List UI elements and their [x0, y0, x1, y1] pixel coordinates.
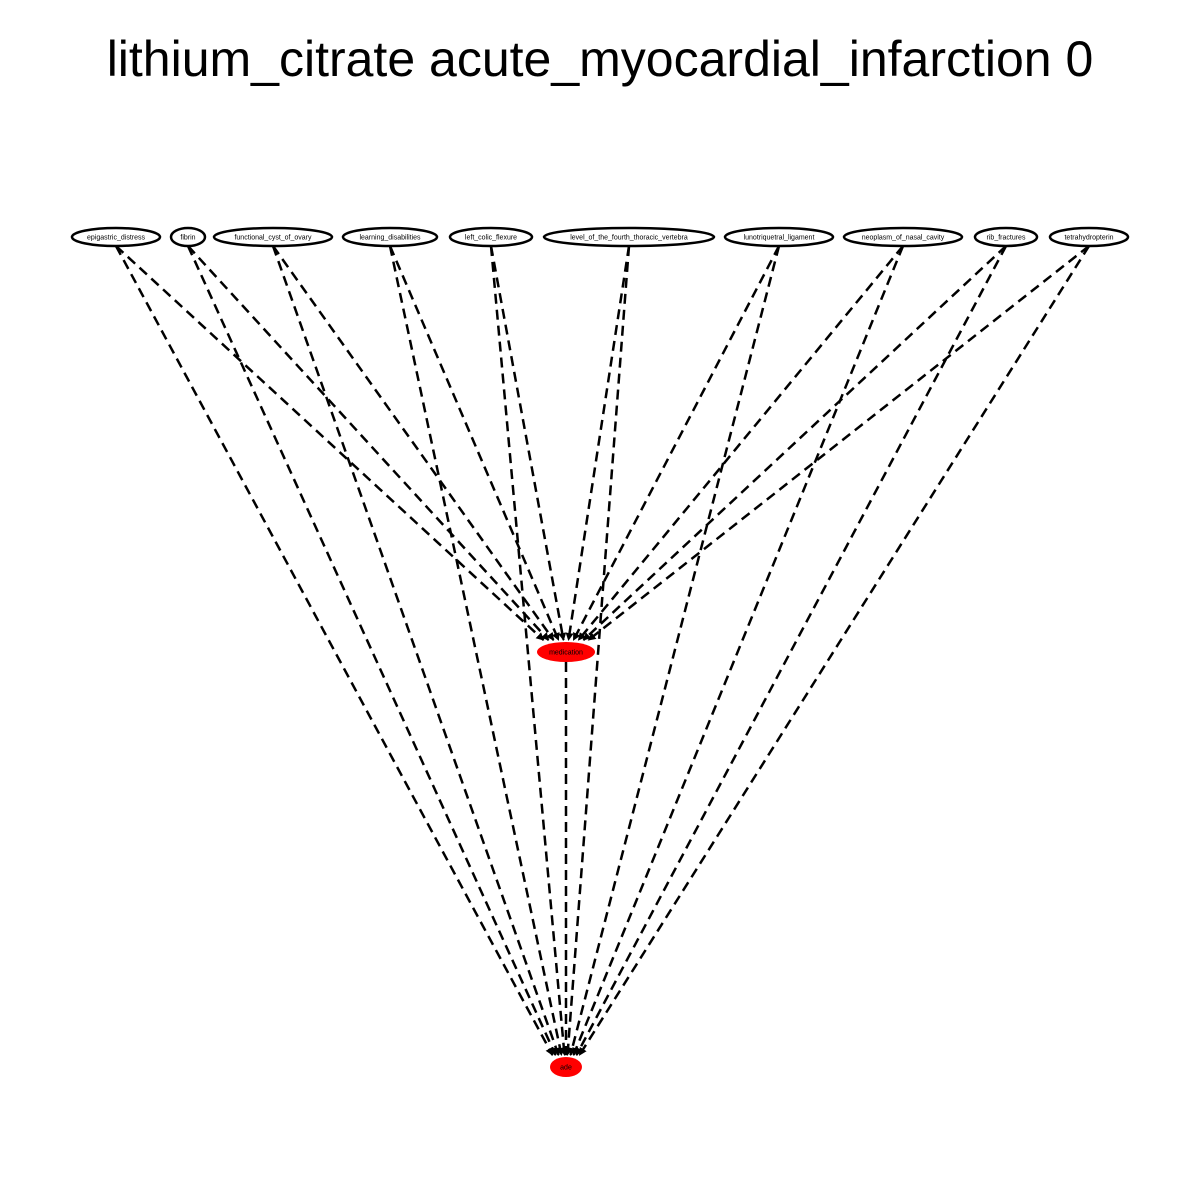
node-ade-label: ade [560, 1065, 572, 1072]
node-functional-cyst-of-ovary: functional_cyst_of_ovary [212, 226, 334, 248]
node-epigastric-distress-label: epigastric_distress [87, 235, 145, 242]
node-medication-shape [537, 642, 595, 662]
node-level-of-the-fourth-thoracic-vertebra: level_of_the_fourth_thoracic_vertebra [542, 226, 716, 248]
node-level-of-the-fourth-thoracic-vertebra-label: level_of_the_fourth_thoracic_vertebra [570, 235, 688, 242]
edge-neoplasm-of-nasal-cavity-to-medication [577, 245, 904, 641]
node-neoplasm-of-nasal-cavity-shape [842, 226, 964, 248]
edges-layer [114, 245, 1091, 1056]
edge-rib-fractures-to-medication [582, 245, 1007, 641]
edge-fibrin-to-ade [186, 245, 557, 1056]
edge-lunotriquetral-ligament-to-ade [568, 245, 781, 1056]
node-rib-fractures-label: rib_fractures [987, 235, 1026, 242]
node-functional-cyst-of-ovary-label: functional_cyst_of_ovary [234, 235, 312, 242]
node-lunotriquetral-ligament: lunotriquetral_ligament [723, 226, 835, 248]
node-ade: ade [550, 1057, 582, 1077]
node-learning-disabilities-label: learning_disabilities [359, 235, 421, 242]
edge-learning-disabilities-to-ade [388, 245, 564, 1056]
edge-left-colic-flexure-to-ade [489, 245, 568, 1056]
node-rib-fractures-shape [973, 226, 1039, 248]
edge-neoplasm-of-nasal-cavity-to-ade [572, 245, 905, 1056]
node-tetrahydropterin-shape [1048, 226, 1130, 248]
node-fibrin: fibrin [169, 226, 207, 248]
node-medication: medication [537, 642, 595, 662]
node-level-of-the-fourth-thoracic-vertebra-shape [542, 226, 716, 248]
edge-learning-disabilities-to-medication [388, 245, 560, 641]
edge-tetrahydropterin-to-ade [578, 245, 1091, 1056]
node-medication-label: medication [549, 650, 583, 657]
nodes-layer: epigastric_distress fibrin functional_cyst… [70, 226, 1130, 1077]
edge-rib-fractures-to-ade [575, 245, 1008, 1056]
edge-functional-cyst-of-ovary-to-medication [271, 245, 555, 641]
node-epigastric-distress-shape [70, 226, 162, 248]
edge-fibrin-to-medication [187, 245, 550, 641]
node-left-colic-flexure-label: left_colic_flexure [465, 235, 517, 242]
node-neoplasm-of-nasal-cavity: neoplasm_of_nasal_cavity [842, 226, 964, 248]
node-fibrin-label: fibrin [180, 235, 195, 242]
node-fibrin-shape [169, 226, 207, 248]
node-learning-disabilities: learning_disabilities [341, 226, 439, 248]
node-epigastric-distress: epigastric_distress [70, 226, 162, 248]
node-rib-fractures: rib_fractures [973, 226, 1039, 248]
edge-level-of-the-fourth-thoracic-vertebra-to-medication [565, 245, 631, 641]
node-neoplasm-of-nasal-cavity-label: neoplasm_of_nasal_cavity [862, 235, 945, 242]
node-tetrahydropterin: tetrahydropterin [1048, 226, 1130, 248]
node-left-colic-flexure: left_colic_flexure [448, 226, 534, 248]
node-lunotriquetral-ligament-label: lunotriquetral_ligament [744, 235, 815, 242]
edge-left-colic-flexure-to-medication [489, 245, 567, 641]
diagram-title: lithium_citrate acute_myocardial_infarct… [106, 31, 1094, 87]
node-learning-disabilities-shape [341, 226, 439, 248]
node-ade-shape [550, 1057, 582, 1077]
node-left-colic-flexure-shape [448, 226, 534, 248]
edge-tetrahydropterin-to-medication [587, 245, 1090, 641]
edge-epigastric-distress-to-medication [115, 245, 545, 641]
edge-epigastric-distress-to-ade [114, 245, 554, 1056]
edge-level-of-the-fourth-thoracic-vertebra-to-ade [564, 245, 631, 1056]
edge-lunotriquetral-ligament-to-medication [572, 245, 781, 641]
node-functional-cyst-of-ovary-shape [212, 226, 334, 248]
edge-functional-cyst-of-ovary-to-ade [271, 245, 560, 1056]
node-tetrahydropterin-label: tetrahydropterin [1064, 235, 1113, 242]
node-lunotriquetral-ligament-shape [723, 226, 835, 248]
